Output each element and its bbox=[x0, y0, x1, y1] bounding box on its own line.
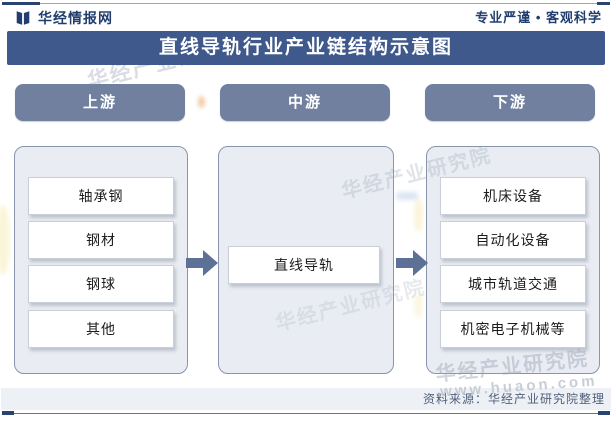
upstream-item: 其他 bbox=[28, 310, 174, 348]
brand-name: 华经情报网 bbox=[38, 10, 113, 26]
downstream-item: 城市轨道交通 bbox=[440, 265, 586, 303]
watermark-artifact bbox=[414, 198, 423, 232]
downstream-item: 自动化设备 bbox=[440, 221, 586, 259]
top-hairline bbox=[2, 3, 610, 4]
stage-pill-midstream: 中游 bbox=[220, 84, 390, 121]
header-slogan: 专业严谨 • 客观科学 bbox=[475, 10, 602, 25]
stage-pill-upstream: 上游 bbox=[15, 84, 185, 121]
source-note: 资料来源：华经产业研究院整理 bbox=[1, 388, 611, 410]
brand: 华经情报网 bbox=[14, 6, 113, 30]
bottom-rule-left-segment bbox=[2, 411, 14, 415]
watermark-artifact bbox=[198, 96, 205, 108]
upstream-item: 轴承钢 bbox=[28, 177, 174, 215]
top-rule-right-segment bbox=[597, 2, 610, 5]
masthead: 华经情报网 专业严谨 • 客观科学 bbox=[0, 6, 612, 30]
midstream-item: 直线导轨 bbox=[228, 246, 380, 284]
huajing-logo-icon bbox=[14, 9, 32, 27]
top-border-rule bbox=[0, 2, 612, 5]
stage-pill-downstream: 下游 bbox=[425, 84, 595, 121]
watermark-artifact bbox=[414, 292, 423, 318]
downstream-item: 机床设备 bbox=[440, 177, 586, 215]
upstream-item: 钢材 bbox=[28, 221, 174, 259]
flow-arrow-upstream-to-midstream bbox=[186, 248, 218, 278]
top-rule-left-segment bbox=[2, 2, 40, 5]
watermark-artifact bbox=[396, 192, 418, 200]
watermark-artifact bbox=[0, 205, 10, 275]
upstream-item: 钢球 bbox=[28, 265, 174, 303]
bottom-hairline bbox=[2, 413, 610, 414]
page-title: 直线导轨行业产业链结构示意图 bbox=[7, 31, 605, 65]
downstream-item: 机密电子机械等 bbox=[440, 310, 586, 348]
bottom-border-rule bbox=[0, 411, 612, 416]
flow-arrow-midstream-to-downstream bbox=[396, 248, 428, 278]
bottom-rule-right-segment bbox=[598, 411, 610, 415]
